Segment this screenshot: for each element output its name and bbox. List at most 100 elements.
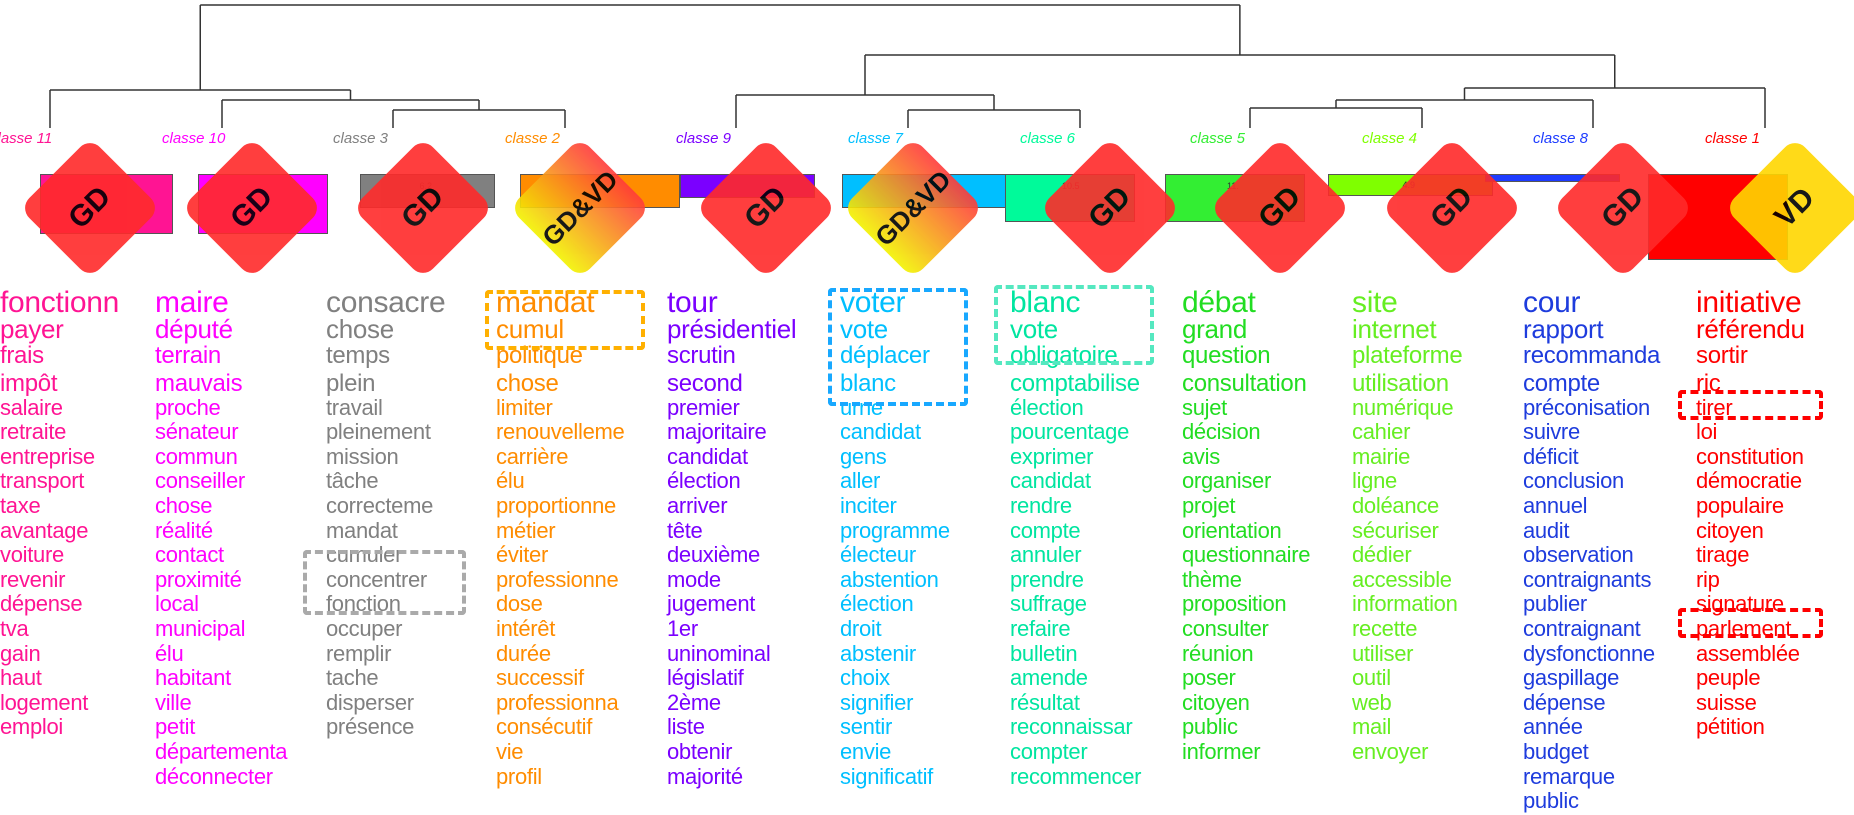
class-word: grand [1182, 314, 1247, 344]
class-word: candidat [840, 419, 921, 445]
class-word: avantage [0, 517, 89, 543]
class-word: mandat [326, 517, 398, 543]
class-word: correcteme [326, 492, 434, 518]
class-word: concentrer [326, 566, 427, 592]
class-word: dépense [0, 591, 83, 617]
class-word: petit [155, 714, 196, 740]
class-word: public [1523, 788, 1579, 814]
class-word: tête [667, 517, 703, 543]
class-word: conseiller [155, 468, 245, 494]
class-word: constitution [1696, 443, 1804, 469]
class-word: disperser [326, 689, 414, 715]
class-word: compter [1010, 738, 1088, 764]
class-word: frais [0, 342, 44, 369]
class-word: cumul [496, 314, 564, 344]
class-word: proximité [155, 566, 242, 592]
class-word: ville [155, 689, 192, 715]
class-word: départementa [155, 738, 288, 764]
class-word: emploi [0, 714, 64, 740]
class-word: refaire [1010, 615, 1071, 641]
class-word: conclusion [1523, 468, 1624, 494]
badge-label: VD [1768, 181, 1822, 235]
highlight-box [1678, 390, 1823, 420]
class-word: choix [840, 665, 890, 691]
class-word: recette [1352, 615, 1418, 641]
class-word: cour [1523, 286, 1581, 319]
class-word: rendre [1010, 492, 1072, 518]
class-word: reconnaissar [1010, 714, 1133, 740]
class-word: retraite [0, 419, 67, 445]
class-word: contact [155, 542, 224, 568]
badge-label: GD [1595, 180, 1651, 236]
class-word: métier [496, 517, 556, 543]
class-word: candidat [1010, 468, 1091, 494]
class-word: voter [840, 286, 906, 319]
class-word: numérique [1352, 394, 1454, 420]
class-word: rapport [1523, 314, 1604, 344]
class-word: 1er [667, 615, 698, 641]
class-word: chose [326, 314, 394, 344]
class-word: sénateur [155, 419, 239, 445]
class-word: poser [1182, 665, 1236, 691]
class-word: réalité [155, 517, 213, 543]
class-word: suivre [1523, 419, 1580, 445]
class-word: envie [840, 738, 892, 764]
class-word: recommencer [1010, 763, 1142, 789]
class-word: accessible [1352, 566, 1452, 592]
class-word: prendre [1010, 566, 1084, 592]
class-word: impôt [0, 370, 58, 397]
class-word: urne [840, 394, 883, 420]
class-word: consécutif [496, 714, 593, 740]
class-word: local [155, 591, 199, 617]
class-word: mode [667, 566, 721, 592]
class-label: classe 7 [848, 130, 904, 147]
class-word: législatif [667, 665, 744, 691]
class-word: assemblée [1696, 640, 1800, 666]
class-word: pétition [1696, 714, 1765, 740]
class-word: exprimer [1010, 443, 1094, 469]
class-word: voiture [0, 542, 64, 568]
class-word: consultation [1182, 370, 1307, 397]
class-word: information [1352, 591, 1458, 617]
class-word: cahier [1352, 419, 1411, 445]
class-word: consacre [326, 286, 446, 319]
class-word: chose [496, 370, 559, 397]
class-word: peuple [1696, 665, 1761, 691]
class-word: déplacer [840, 342, 930, 369]
class-word: taxe [0, 492, 41, 518]
class-label: classe 4 [1362, 130, 1418, 147]
class-word: contraignant [1523, 615, 1641, 641]
class-word: programme [840, 517, 950, 543]
class-word: tâche [326, 468, 379, 494]
class-word: budget [1523, 738, 1589, 764]
class-word: salaire [0, 394, 63, 420]
class-label: classe 1 [1705, 130, 1761, 147]
class-word: dédier [1352, 542, 1412, 568]
class-word: démocratie [1696, 468, 1802, 494]
class-label: classe 9 [676, 130, 732, 147]
class-word: citoyen [1182, 689, 1250, 715]
class-label: classe 8 [1533, 130, 1589, 147]
highlight-box [828, 288, 968, 406]
class-word: utilisation [1352, 370, 1449, 397]
class-word: élection [840, 591, 914, 617]
class-word: recommanda [1523, 342, 1661, 369]
class-word: compte [1523, 370, 1600, 397]
class-word: arriver [667, 492, 728, 518]
class-word: maire [155, 286, 229, 319]
class-word: dose [496, 591, 543, 617]
class-word: initiative [1696, 286, 1802, 319]
class-word: second [667, 370, 743, 397]
badge-label: GD [224, 180, 280, 236]
class-word: professionna [496, 689, 619, 715]
class-word: scrutin [667, 342, 736, 369]
class-word: habitant [155, 665, 231, 691]
class-word: député [155, 314, 233, 344]
class-word: municipal [155, 615, 246, 641]
class-word: pleinement [326, 419, 431, 445]
class-word: limiter [496, 394, 553, 420]
